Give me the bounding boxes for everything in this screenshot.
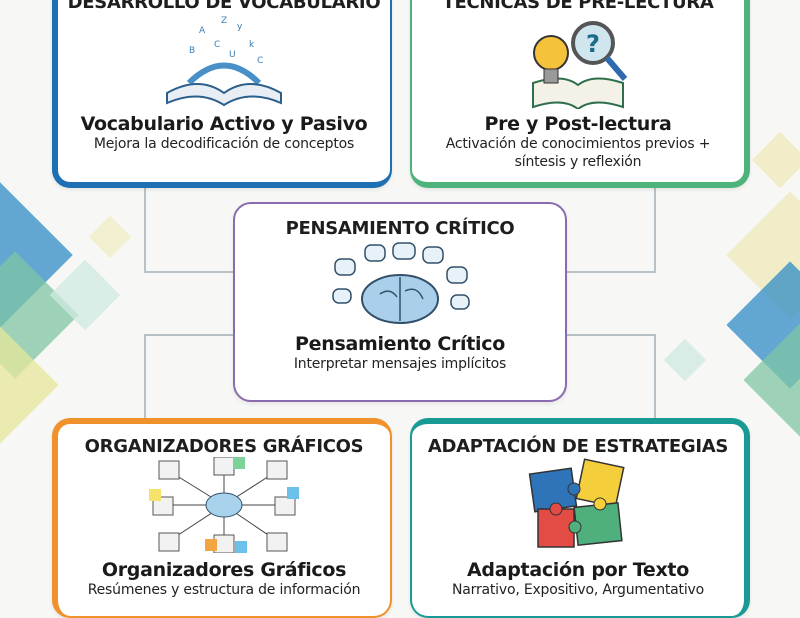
card-heading: ORGANIZADORES GRÁFICOS [84,436,364,457]
card-title: Adaptación por Texto [467,559,689,581]
svg-text:U: U [229,50,236,60]
card-title: Pensamiento Crítico [295,333,505,355]
card-heading: PENSAMIENTO CRÍTICO [285,218,515,239]
card-organizadores: ORGANIZADORES GRÁFICOS Organizadores Grá… [52,418,392,618]
card-title: Vocabulario Activo y Pasivo [80,113,368,135]
svg-text:C: C [257,56,263,66]
card-subtitle: Narrativo, Expositivo, Argumentativo [452,582,704,598]
puzzle-icon [528,458,625,548]
card-heading: TÉCNICAS DE PRE-LECTURA [442,0,714,13]
svg-text:B: B [189,46,195,56]
card-title: Organizadores Gráficos [101,559,347,581]
connector [654,334,656,420]
card-adaptacion: ADAPTACIÓN DE ESTRATEGIAS Adaptación por… [410,418,750,618]
card-pensamiento: PENSAMIENTO CRÍTICO Pensamiento Crítico … [233,202,567,402]
decor-diamond [663,338,707,382]
svg-text:C: C [214,40,220,50]
svg-text:A: A [199,26,206,36]
card-prelectura: TÉCNICAS DE PRE-LECTURA ? Pre y Post-lec… [410,0,750,188]
svg-text:Z: Z [221,16,227,26]
brain-icon [332,242,470,324]
card-heading: ADAPTACIÓN DE ESTRATEGIAS [427,436,729,457]
svg-text:?: ? [586,30,600,58]
card-subtitle: Mejora la decodificación de conceptos [93,136,355,152]
connector [144,186,146,273]
card-title: Pre y Post-lectura [484,113,672,135]
connector [144,271,234,273]
mind-map-icon [149,457,299,553]
card-heading: DESARROLLO DE VOCABULARIO [67,0,381,13]
svg-text:k: k [249,40,255,50]
connector [144,334,234,336]
decor-diamond [751,131,800,189]
svg-text:y: y [237,22,243,32]
connector [566,334,656,336]
card-subtitle-line: Activación de conocimientos previos + [445,136,711,152]
connector [566,271,656,273]
card-subtitle: Interpretar mensajes implícitos [293,356,507,372]
lightbulb-magnifier-book-icon: ? [532,21,628,109]
decor-diamond [88,215,132,259]
connector [654,186,656,273]
card-subtitle: Resúmenes y estructura de información [87,582,361,598]
connector [144,334,146,420]
card-subtitle-line: síntesis y reflexión [514,154,642,170]
